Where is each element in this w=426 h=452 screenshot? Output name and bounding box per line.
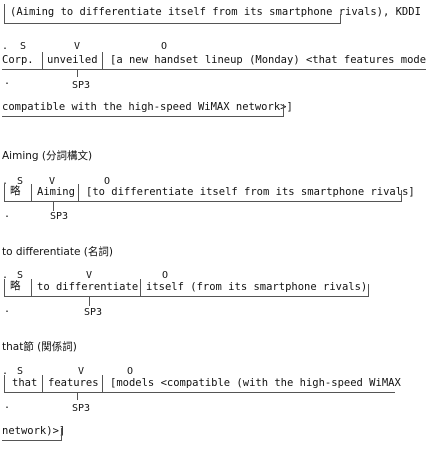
dot-marker: . [4, 209, 11, 220]
sp3-label: SP3 [50, 211, 69, 222]
right-bracket-line [401, 190, 402, 202]
right-bracket-line [61, 428, 62, 441]
verb-segment: features [48, 377, 99, 389]
object-segment: [models <compatible (with the high-speed… [110, 377, 401, 389]
underline [4, 392, 395, 393]
verb-segment: unveiled [47, 54, 98, 66]
object-label: O [127, 366, 134, 377]
right-bracket-line [283, 104, 284, 117]
dot-marker: . [2, 176, 9, 187]
dot-marker: . [4, 76, 11, 87]
divider [4, 184, 5, 202]
object-segment: [to differentiate itself from its smartp… [86, 186, 415, 198]
verb-label: V [49, 176, 56, 187]
verb-label: V [86, 270, 93, 281]
divider [4, 375, 5, 393]
object-segment: itself (from its smartphone rivals) [146, 281, 368, 293]
object-segment: [a new handset lineup (Monday) <that fea… [110, 54, 426, 66]
divider [42, 52, 43, 70]
stem-line [77, 392, 78, 400]
right-bracket-line [340, 14, 341, 24]
section-heading: that節 (関係詞) [2, 341, 77, 353]
stem-line [53, 201, 54, 211]
left-bracket-line [4, 4, 5, 24]
divider [102, 52, 103, 70]
verb-label: V [74, 41, 81, 52]
dot-marker: . [4, 400, 11, 411]
verb-segment: Aiming [37, 186, 75, 198]
divider [140, 279, 141, 297]
subject-label: S [17, 176, 24, 187]
continuation-text: network)>] [2, 425, 66, 437]
stem-line [77, 69, 78, 77]
verb-segment: to differentiate [37, 281, 139, 293]
divider [31, 279, 32, 297]
sp3-label: SP3 [72, 80, 91, 91]
stem-line [89, 296, 90, 306]
dot-marker: . [4, 304, 11, 315]
object-label: O [104, 176, 111, 187]
underline [4, 23, 341, 24]
verb-label: V [78, 366, 85, 377]
omitted-subject: 略 [10, 185, 21, 197]
section-heading: Aiming (分詞構文) [2, 150, 93, 162]
section-heading: to differentiate (名詞) [2, 246, 113, 258]
subject-label: S [17, 366, 24, 377]
dot-marker: . [2, 366, 9, 377]
omitted-subject: 略 [10, 280, 21, 292]
divider [4, 279, 5, 297]
underline [2, 116, 284, 117]
sp3-label: SP3 [72, 403, 91, 414]
dot-marker: . [2, 270, 9, 281]
underline [4, 296, 369, 297]
underline [2, 440, 62, 441]
underline [2, 69, 426, 70]
object-label: O [161, 41, 168, 52]
divider [102, 375, 103, 393]
dot-marker: . [2, 41, 9, 52]
object-label: O [162, 270, 169, 281]
continuation-text: compatible with the high-speed WiMAX net… [2, 101, 293, 113]
sp3-label: SP3 [84, 307, 103, 318]
divider [31, 184, 32, 202]
subject-label: S [17, 270, 24, 281]
subject-segment: that [12, 377, 38, 389]
divider [42, 375, 43, 393]
underline [4, 201, 402, 202]
divider [78, 184, 79, 202]
subject-segment: Corp. [2, 54, 34, 66]
subject-label: S [20, 41, 27, 52]
sentence-intro-text: (Aiming to differentiate itself from its… [10, 6, 421, 18]
right-bracket-line [368, 284, 369, 297]
